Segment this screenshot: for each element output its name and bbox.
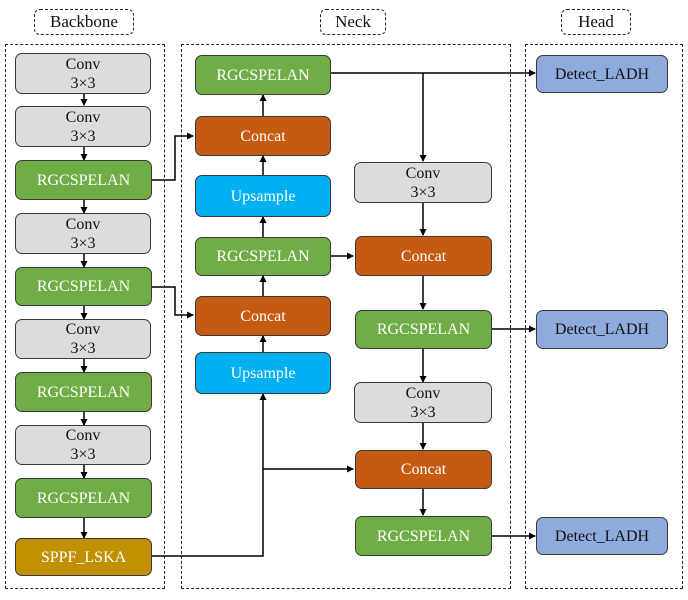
backbone-rgcspelan-3: RGCSPELAN [15, 372, 152, 412]
node-label: RGCSPELAN [36, 278, 131, 295]
head-label: Head [561, 9, 631, 35]
neck-conv-b: Conv 3×3 [354, 382, 492, 423]
node-sublabel: 3×3 [70, 234, 96, 252]
backbone-conv-4: Conv 3×3 [15, 319, 151, 359]
node-sublabel: 3×3 [410, 403, 436, 421]
neck-label: Neck [320, 9, 386, 35]
backbone-rgcspelan-2: RGCSPELAN [15, 267, 152, 306]
node-sublabel: 3×3 [70, 74, 96, 92]
backbone-conv-1: Conv 3×3 [15, 53, 151, 94]
neck-upsample-top: Upsample [195, 175, 331, 217]
node-label: RGCSPELAN [36, 171, 131, 189]
neck-rgcspelan-a: RGCSPELAN [355, 310, 492, 349]
head-detect-ladh-3: Detect_LADH [536, 517, 668, 555]
backbone-sppf-lska: SPPF_LSKA [15, 538, 152, 576]
neck-rgcspelan-top: RGCSPELAN [195, 55, 331, 95]
head-region [525, 44, 683, 589]
backbone-conv-2: Conv 3×3 [15, 106, 151, 147]
node-label: SPPF_LSKA [40, 548, 127, 566]
head-detect-ladh-1: Detect_LADH [536, 55, 668, 93]
node-label: Conv [65, 215, 101, 233]
node-label: Detect_LADH [554, 527, 650, 545]
neck-concat-a: Concat [355, 236, 492, 276]
backbone-conv-5: Conv 3×3 [15, 425, 151, 465]
node-label: Concat [240, 307, 286, 325]
backbone-conv-3: Conv 3×3 [15, 213, 151, 254]
node-sublabel: 3×3 [70, 127, 96, 145]
backbone-rgcspelan-4: RGCSPELAN [15, 478, 152, 518]
node-label: Conv [65, 321, 101, 338]
neck-concat-top: Concat [195, 116, 331, 156]
neck-concat-mid: Concat [195, 296, 331, 336]
node-label: Conv [405, 384, 441, 402]
node-label: RGCSPELAN [216, 248, 310, 265]
node-label: Concat [240, 127, 286, 145]
node-label: Conv [405, 164, 441, 182]
neck-rgcspelan-b: RGCSPELAN [355, 516, 492, 556]
backbone-label: Backbone [34, 9, 134, 35]
node-label: RGCSPELAN [376, 527, 471, 545]
node-label: RGCSPELAN [376, 321, 471, 338]
neck-conv-a: Conv 3×3 [354, 162, 492, 203]
backbone-rgcspelan-1: RGCSPELAN [15, 160, 152, 200]
node-sublabel: 3×3 [70, 446, 96, 463]
node-sublabel: 3×3 [410, 183, 436, 201]
head-detect-ladh-2: Detect_LADH [536, 310, 668, 349]
node-label: Detect_LADH [554, 65, 650, 83]
node-label: RGCSPELAN [36, 383, 131, 401]
node-label: Conv [65, 108, 101, 126]
neck-rgcspelan-mid: RGCSPELAN [195, 237, 331, 276]
node-label: Concat [400, 247, 447, 265]
node-label: Upsample [230, 187, 296, 205]
node-label: Conv [65, 427, 101, 444]
node-label: RGCSPELAN [36, 489, 131, 507]
node-label: Upsample [230, 364, 296, 382]
neck-upsample-low: Upsample [195, 352, 331, 394]
node-label: Concat [400, 461, 447, 478]
neck-region [181, 44, 511, 589]
node-sublabel: 3×3 [70, 340, 96, 357]
backbone-region [5, 44, 165, 589]
node-label: Conv [65, 55, 101, 73]
neck-concat-b: Concat [355, 450, 492, 489]
node-label: RGCSPELAN [216, 66, 310, 84]
node-label: Detect_LADH [554, 321, 650, 338]
